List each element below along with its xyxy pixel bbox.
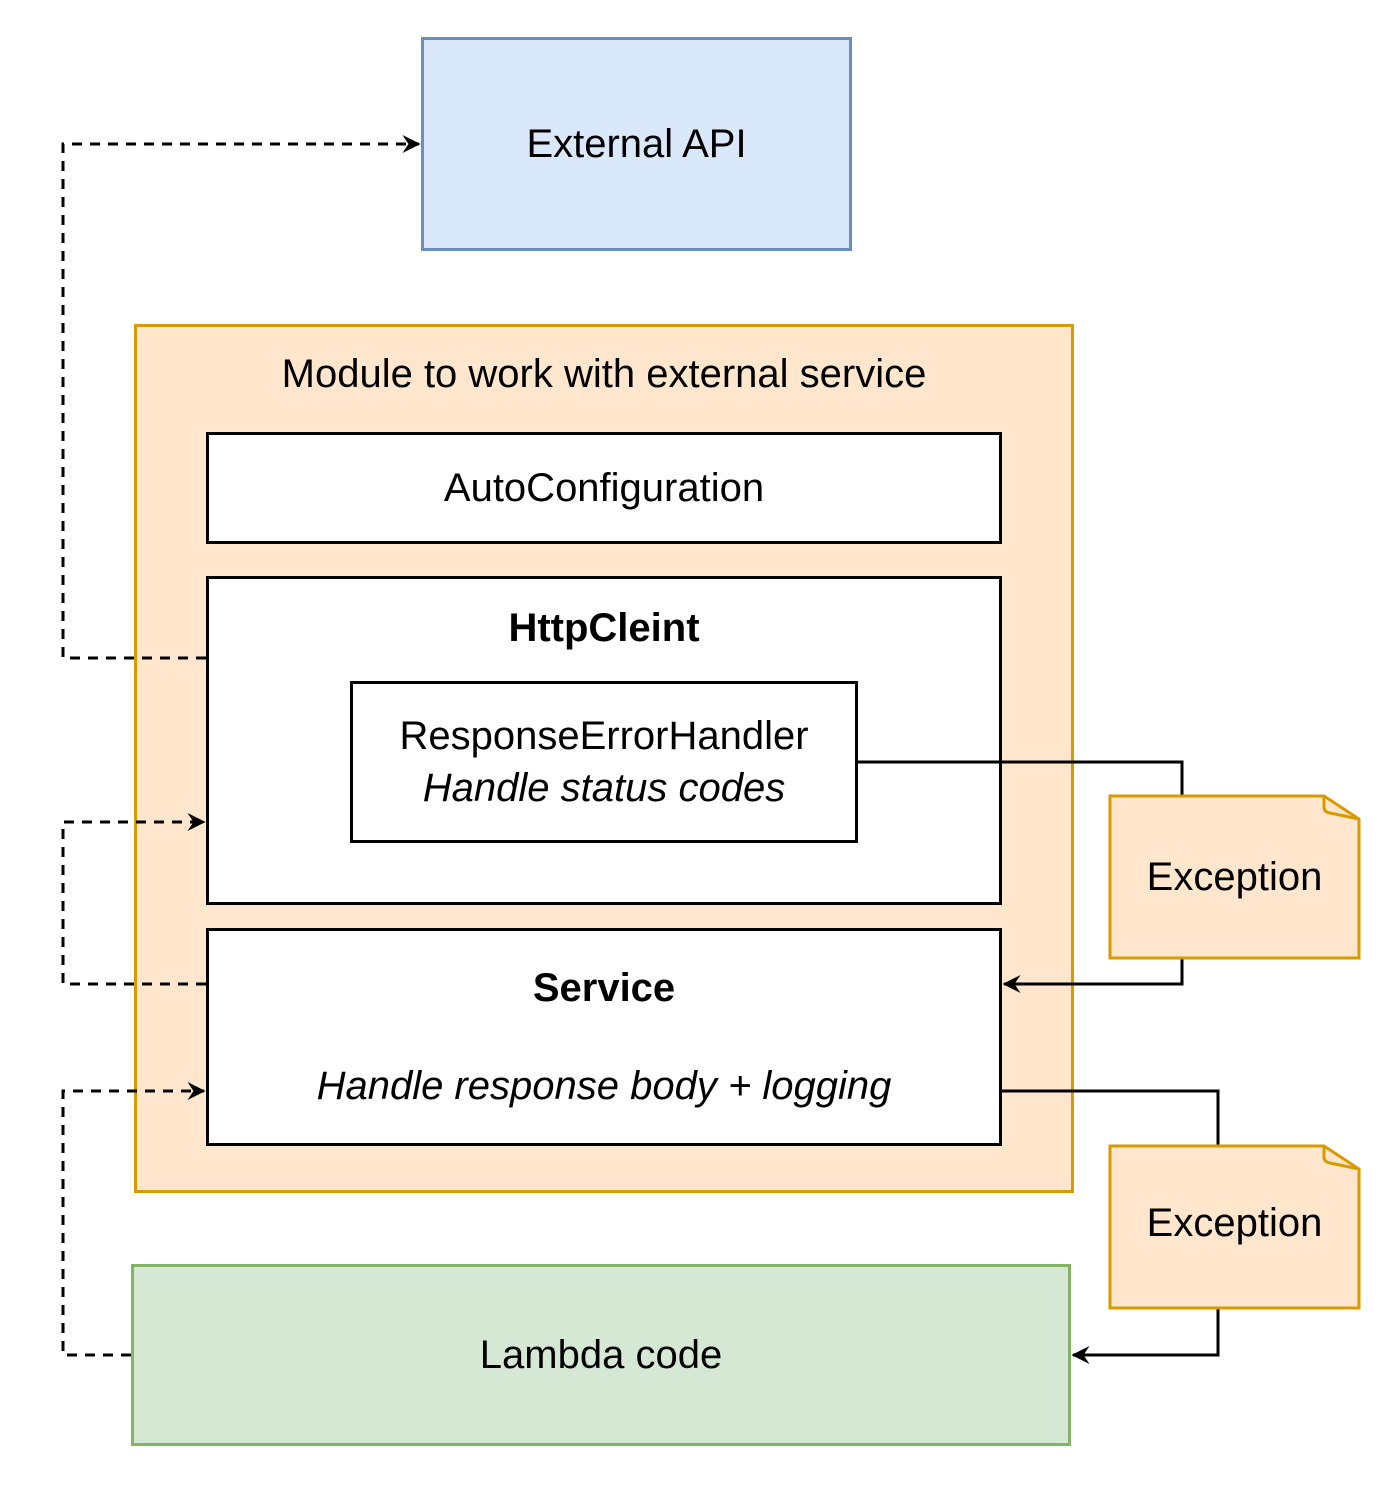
handler-to-exception-line	[858, 760, 1184, 796]
module-title: Module to work with external service	[281, 352, 927, 396]
service-title: Service	[532, 966, 676, 1010]
lambda-code-box: Lambda code	[131, 1264, 1071, 1446]
service-description: Handle response body + logging	[316, 1064, 892, 1108]
response-error-handler-name: ResponseErrorHandler	[399, 714, 809, 758]
external-api-label: External API	[526, 122, 747, 166]
service-box	[206, 928, 1002, 1146]
exception-to-lambda-connector	[1071, 1308, 1220, 1364]
http-to-api-connector	[61, 135, 421, 660]
external-api-box: External API	[421, 37, 852, 251]
exception-to-service-connector	[1002, 958, 1184, 993]
http-client-title: HttpCleint	[508, 606, 700, 650]
exception-note-2-label: Exception	[1146, 1201, 1323, 1245]
lambda-code-label: Lambda code	[479, 1333, 723, 1377]
response-error-handler-description: Handle status codes	[422, 766, 786, 810]
response-error-handler-box: ResponseErrorHandler Handle status codes	[350, 681, 858, 843]
service-to-http-connector	[61, 813, 206, 986]
exception-note-1-label: Exception	[1146, 855, 1323, 899]
autoconfiguration-label: AutoConfiguration	[443, 466, 765, 510]
lambda-to-service-connector	[61, 1082, 206, 1357]
autoconfiguration-box: AutoConfiguration	[206, 432, 1002, 544]
exception-note-2	[1108, 1144, 1361, 1310]
service-to-exception-line	[1002, 1089, 1220, 1146]
exception-note-1	[1108, 794, 1361, 960]
